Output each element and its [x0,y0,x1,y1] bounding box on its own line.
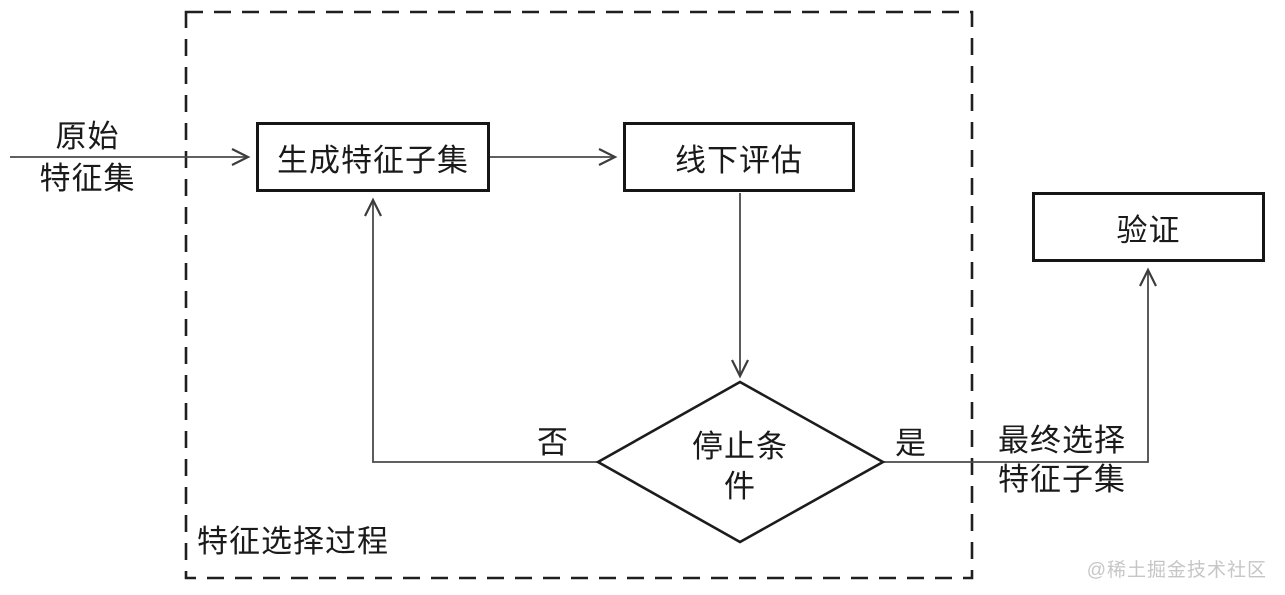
validation-node-label: 验证 [1116,212,1181,248]
generate-node-label: 生成特征子集 [277,142,469,178]
final-selected-subset-label: 最终选择 特征子集 [982,421,1142,499]
decision-label-line2: 件 [724,469,756,504]
node-validation: 验证 [1032,192,1265,262]
edge-label-yes: 是 [895,426,927,461]
edge-decision-yes-to-validate [884,267,1157,463]
evaluate-node-label: 线下评估 [675,142,803,178]
decision-label-line1: 停止条 [692,429,788,464]
decision-diamond [595,380,886,544]
process-container-label: 特征选择过程 [197,524,389,559]
result-label-line1: 最终选择 [998,423,1126,458]
node-generate-feature-subset: 生成特征子集 [256,122,490,192]
edge-label-no: 否 [537,425,569,460]
decision-stop-condition-label: 停止条 件 [640,427,840,507]
result-label-line2: 特征子集 [998,462,1126,497]
source-feature-set-label: 原始 特征集 [30,116,145,200]
edge-decision-no-loop-to-generate [364,197,598,463]
watermark-text: @稀土掘金技术社区 [1086,560,1267,581]
process-boundary-dashed-box [184,10,974,580]
source-label-line2: 特征集 [39,161,136,196]
source-label-line1: 原始 [55,119,120,154]
node-offline-evaluation: 线下评估 [623,122,855,192]
